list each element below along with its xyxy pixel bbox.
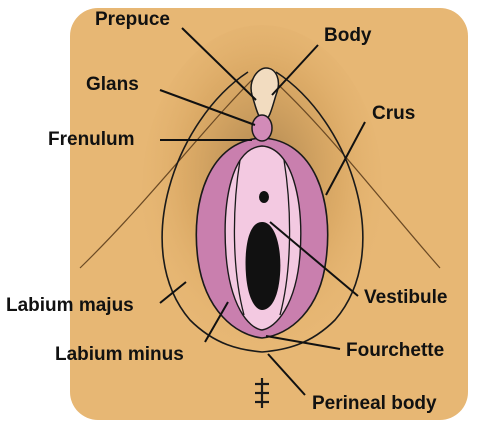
label-frenulum: Frenulum: [48, 129, 135, 150]
label-fourchette: Fourchette: [346, 340, 445, 361]
labium-majus-right: [261, 71, 364, 353]
crus-leader: [325, 121, 366, 196]
urethral-opening: [259, 191, 269, 203]
vaginal-opening: [245, 222, 281, 310]
labium-minus-leader: [204, 301, 229, 343]
label-labium-majus: Labium majus: [6, 295, 134, 316]
vestibule-leader: [269, 221, 359, 297]
crus-outline-right: [261, 69, 441, 269]
labium-majus-leader: [159, 281, 187, 304]
glans-leader: [159, 89, 256, 126]
fourchette-leader: [265, 335, 341, 350]
glans: [251, 114, 273, 142]
label-prepuce: Prepuce: [95, 9, 170, 30]
label-body: Body: [324, 25, 372, 46]
label-perineal-body: Perineal body: [312, 393, 437, 414]
perineal-body-leader: [267, 353, 306, 396]
body-leader: [271, 44, 319, 96]
prepuce-leader: [181, 27, 257, 101]
label-crus: Crus: [372, 103, 416, 124]
label-labium-minus: Labium minus: [55, 344, 184, 365]
perineal-body-symbol: [255, 378, 269, 408]
label-glans: Glans: [86, 74, 139, 95]
label-vestibule: Vestibule: [364, 287, 448, 308]
leader-lines: [159, 27, 366, 396]
labium-majus-left: [161, 71, 263, 353]
vestibule-fold-left: [233, 159, 245, 316]
